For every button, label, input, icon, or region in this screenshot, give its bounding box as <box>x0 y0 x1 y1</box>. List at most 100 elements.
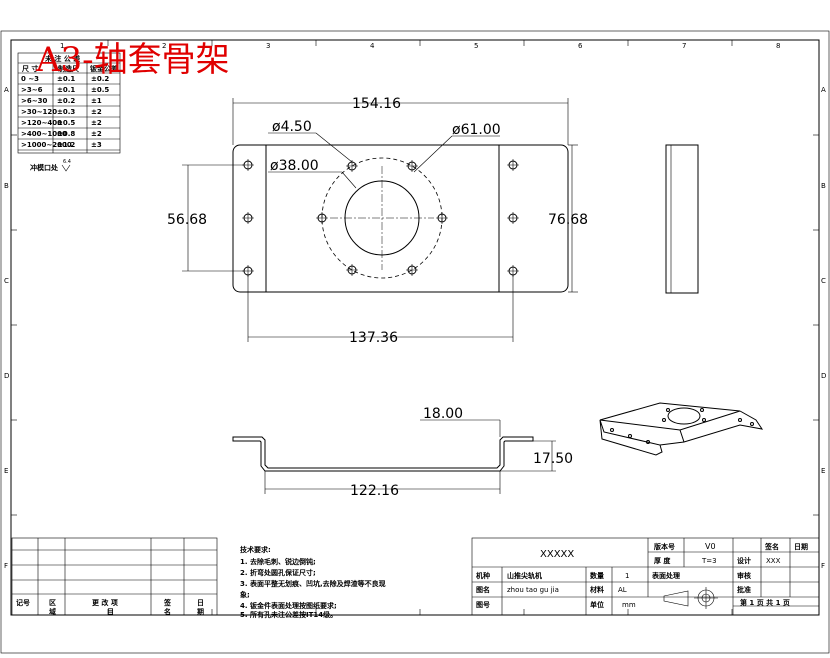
tolerance-header-sheet: 钣金公差 <box>90 64 118 73</box>
dim-inner-circle: ø38.00 <box>270 158 319 174</box>
tolerance-cell: ±0.2 <box>91 75 109 83</box>
row-label-f-right: F <box>821 562 825 570</box>
tolerance-cell: >3~6 <box>21 86 43 94</box>
projection-symbol-icon <box>663 587 718 609</box>
col-label-3: 3 <box>266 42 270 50</box>
tolerance-cell: ±0.5 <box>57 119 75 127</box>
drawing-no-label: 图号 <box>476 600 490 609</box>
drawing-label: 图名 <box>476 585 490 594</box>
front-view: 154.16 ø4.50 ø61.00 ø38.00 56.68 76.68 1… <box>167 96 588 346</box>
col-label-8: 8 <box>776 42 780 50</box>
col-label-2: 2 <box>162 42 166 50</box>
tech-note-6: 5. 所有孔未注公差按IT14级。 <box>240 610 337 619</box>
rev-label-sign-2: 名 <box>164 607 171 616</box>
rev-label-zone-2: 域 <box>49 607 56 616</box>
tech-note-2: 2. 折弯处圆孔保证尺寸; <box>240 568 316 577</box>
tolerance-cell: ±1.2 <box>57 141 75 149</box>
tolerance-cell: ±2 <box>91 130 102 138</box>
dim-overall-width: 154.16 <box>352 96 401 112</box>
rev-label-sign: 签 <box>163 598 172 607</box>
version-label: 版本号 <box>654 542 675 551</box>
inner-border <box>10 39 820 616</box>
row-label-f: F <box>4 562 8 570</box>
title-block: XXXXX 版本号 V0 签名 日期 厚 度 T=3 设计 XXX 机种 山推尖… <box>471 537 820 616</box>
column-markers: 1 2 3 4 5 6 7 8 <box>60 40 780 615</box>
tolerance-cell: ±0.3 <box>57 108 75 116</box>
material-value: AL <box>618 586 627 594</box>
col-label-4: 4 <box>370 42 375 50</box>
tech-notes-heading: 技术要求: <box>240 545 271 554</box>
row-label-c: C <box>4 277 9 285</box>
tech-note-5: 4. 钣金件表面处理按图纸要求; <box>240 601 337 610</box>
surface-label: 表面处理 <box>651 571 680 580</box>
unit-label: 单位 <box>590 600 604 609</box>
tolerance-cell: 0 ~3 <box>21 75 39 83</box>
tolerance-cell: >30~120 <box>21 108 57 116</box>
tolerance-cell: ±0.1 <box>57 86 75 94</box>
dim-right-height: 76.68 <box>548 212 588 228</box>
row-label-d-right: D <box>821 372 826 380</box>
tolerance-cell: ±0.2 <box>57 97 75 105</box>
qty-label: 数量 <box>590 571 604 580</box>
rev-label-item-2: 目 <box>107 608 114 616</box>
material-label: 材料 <box>589 585 604 594</box>
dim-outer-circle: ø61.00 <box>452 122 501 138</box>
tolerance-cell: >1000~2000 <box>21 141 72 149</box>
row-label-a: A <box>4 86 9 94</box>
tech-note-1: 1. 去除毛刺、锐边倒钝; <box>240 557 316 566</box>
row-label-e-right: E <box>821 467 825 475</box>
dim-flange-height: 18.00 <box>423 406 463 422</box>
tolerance-table: 未 注 公 差 尺 寸 制造尺 钣金公差 0 ~3 ±0.1 ±0.2 >3~6 ±0.… <box>17 52 121 172</box>
tolerance-cell: ±3 <box>91 141 102 149</box>
product-label: 机种 <box>476 571 490 580</box>
row-label-b: B <box>4 182 9 190</box>
thickness-label: 厚 度 <box>654 556 671 565</box>
tolerance-cell: >400~1000 <box>21 130 67 138</box>
tolerance-cell: ±2 <box>91 119 102 127</box>
section-view: 18.00 17.50 122.16 <box>232 406 573 499</box>
dim-hole-span: 137.36 <box>349 330 398 346</box>
drawing-name-value: zhou tao gu jia <box>507 586 559 594</box>
tolerance-header-size: 尺 寸 <box>21 64 38 73</box>
date-label: 日期 <box>794 542 808 551</box>
rev-label-item: 更 改 项 <box>92 598 118 607</box>
row-label-a-right: A <box>821 86 826 94</box>
row-label-b-right: B <box>821 182 826 190</box>
isometric-view <box>599 402 764 456</box>
surface-finish-icon <box>61 164 71 172</box>
tolerance-cell: ±2 <box>91 108 102 116</box>
unit-value: mm <box>622 601 636 609</box>
qty-value: 1 <box>625 572 629 580</box>
rev-label-zone: 区 <box>49 599 56 607</box>
signature-label: 签名 <box>764 542 779 551</box>
dim-depth: 17.50 <box>533 451 573 467</box>
plate-outline <box>232 144 569 293</box>
col-label-1: 1 <box>60 42 64 50</box>
review-label: 审核 <box>737 571 751 580</box>
tolerance-cell: ±0.5 <box>91 86 109 94</box>
dim-bottom-width: 122.16 <box>350 483 399 499</box>
tolerance-cell: >120~400 <box>21 119 62 127</box>
tolerance-note-value: 6.4 <box>63 159 71 165</box>
tech-note-4: 象; <box>240 590 250 599</box>
drawing-title: A3-轴套骨架 <box>35 40 230 80</box>
rev-label-date: 日 <box>197 599 204 607</box>
tolerance-note-label: 冲模口处 <box>30 163 59 172</box>
tolerance-caption: 未 注 公 差 <box>45 54 80 63</box>
technical-notes: 技术要求: 1. 去除毛刺、锐边倒钝; 2. 折弯处圆孔保证尺寸; 3. 表面平… <box>240 545 386 619</box>
tolerance-cell: ±1 <box>91 97 102 105</box>
mounting-holes <box>242 159 519 277</box>
tolerance-header-mfg: 制造尺 <box>58 64 79 73</box>
side-view <box>665 144 699 294</box>
tech-note-3: 3. 表面平整无划痕、凹坑,去除及焊渣等不良现 <box>240 579 386 588</box>
col-label-7: 7 <box>682 42 686 50</box>
rev-label-mark: 记号 <box>16 598 30 607</box>
part-name: XXXXX <box>540 549 574 560</box>
thickness-value: T=3 <box>701 557 717 565</box>
row-label-c-right: C <box>821 277 826 285</box>
revision-table: 记号 区 更 改 项 签 日 域 目 名 期 <box>11 537 218 616</box>
design-value: XXX <box>766 557 781 565</box>
dim-left-height: 56.68 <box>167 212 207 228</box>
tolerance-rows: 0 ~3±0.1±0.2>3~6±0.1±0.5>6~30±0.2±1>30~1… <box>21 75 109 149</box>
